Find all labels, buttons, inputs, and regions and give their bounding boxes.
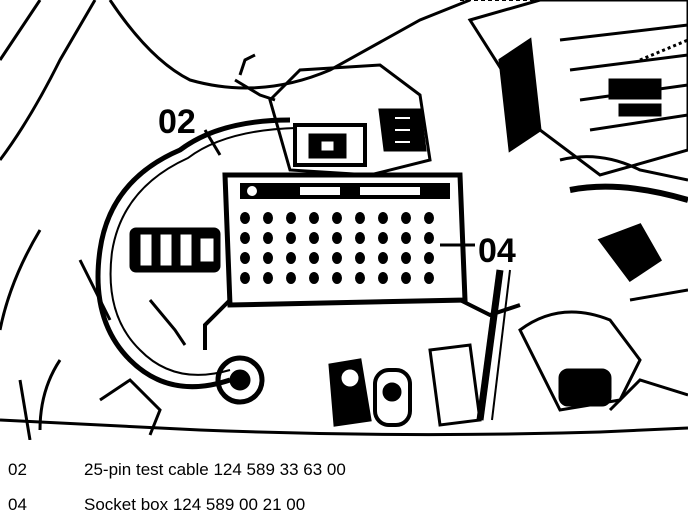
socket-box xyxy=(203,172,521,350)
socket-pin xyxy=(309,232,319,244)
legend-description: 25-pin test cable 124 589 33 63 00 xyxy=(84,460,346,479)
socket-pin xyxy=(286,232,296,244)
callout-leaders xyxy=(203,129,475,247)
lower-engine-parts xyxy=(18,259,482,440)
socket-pin xyxy=(332,212,342,224)
socket-pin xyxy=(355,232,365,244)
cable-plug xyxy=(129,227,221,273)
socket-pin xyxy=(355,272,365,284)
socket-pin xyxy=(263,232,273,244)
socket-pin xyxy=(309,272,319,284)
socket-pin xyxy=(355,212,365,224)
air-filter-housing xyxy=(467,0,688,177)
socket-pin xyxy=(286,272,296,284)
socket-pin xyxy=(378,272,388,284)
socket-pin xyxy=(240,212,250,224)
socket-pin xyxy=(424,232,434,244)
legend-number: 02 xyxy=(8,460,27,479)
socket-pins xyxy=(240,212,434,284)
legend-row: 02 25-pin test cable 124 589 33 63 00 xyxy=(0,460,688,486)
body-outline xyxy=(0,0,688,437)
socket-pin xyxy=(401,252,411,264)
socket-pin xyxy=(424,212,434,224)
callout-02: 02 xyxy=(158,103,196,141)
socket-pin xyxy=(309,212,319,224)
socket-pin xyxy=(424,252,434,264)
socket-pin xyxy=(378,232,388,244)
socket-pin xyxy=(424,272,434,284)
socket-pin xyxy=(332,252,342,264)
socket-pin xyxy=(332,272,342,284)
socket-pin xyxy=(401,272,411,284)
callout-04: 04 xyxy=(478,232,516,270)
relay-housing xyxy=(234,53,432,177)
socket-pin xyxy=(240,252,250,264)
right-engine-parts xyxy=(476,155,688,421)
engine-bay-diagram: 02 04 xyxy=(0,0,688,440)
socket-pin xyxy=(378,252,388,264)
socket-pin xyxy=(401,212,411,224)
socket-pin xyxy=(401,232,411,244)
socket-pin xyxy=(286,252,296,264)
socket-pin xyxy=(263,252,273,264)
socket-pin xyxy=(240,272,250,284)
socket-pin xyxy=(378,212,388,224)
socket-pin xyxy=(332,232,342,244)
socket-pin xyxy=(355,252,365,264)
socket-pin xyxy=(263,272,273,284)
socket-pin xyxy=(240,232,250,244)
socket-pin xyxy=(309,252,319,264)
legend-row: 04 Socket box 124 589 00 21 00 xyxy=(0,495,688,521)
legend-description: Socket box 124 589 00 21 00 xyxy=(84,495,306,514)
legend-number: 04 xyxy=(8,495,27,514)
socket-pin xyxy=(286,212,296,224)
socket-pin xyxy=(263,212,273,224)
